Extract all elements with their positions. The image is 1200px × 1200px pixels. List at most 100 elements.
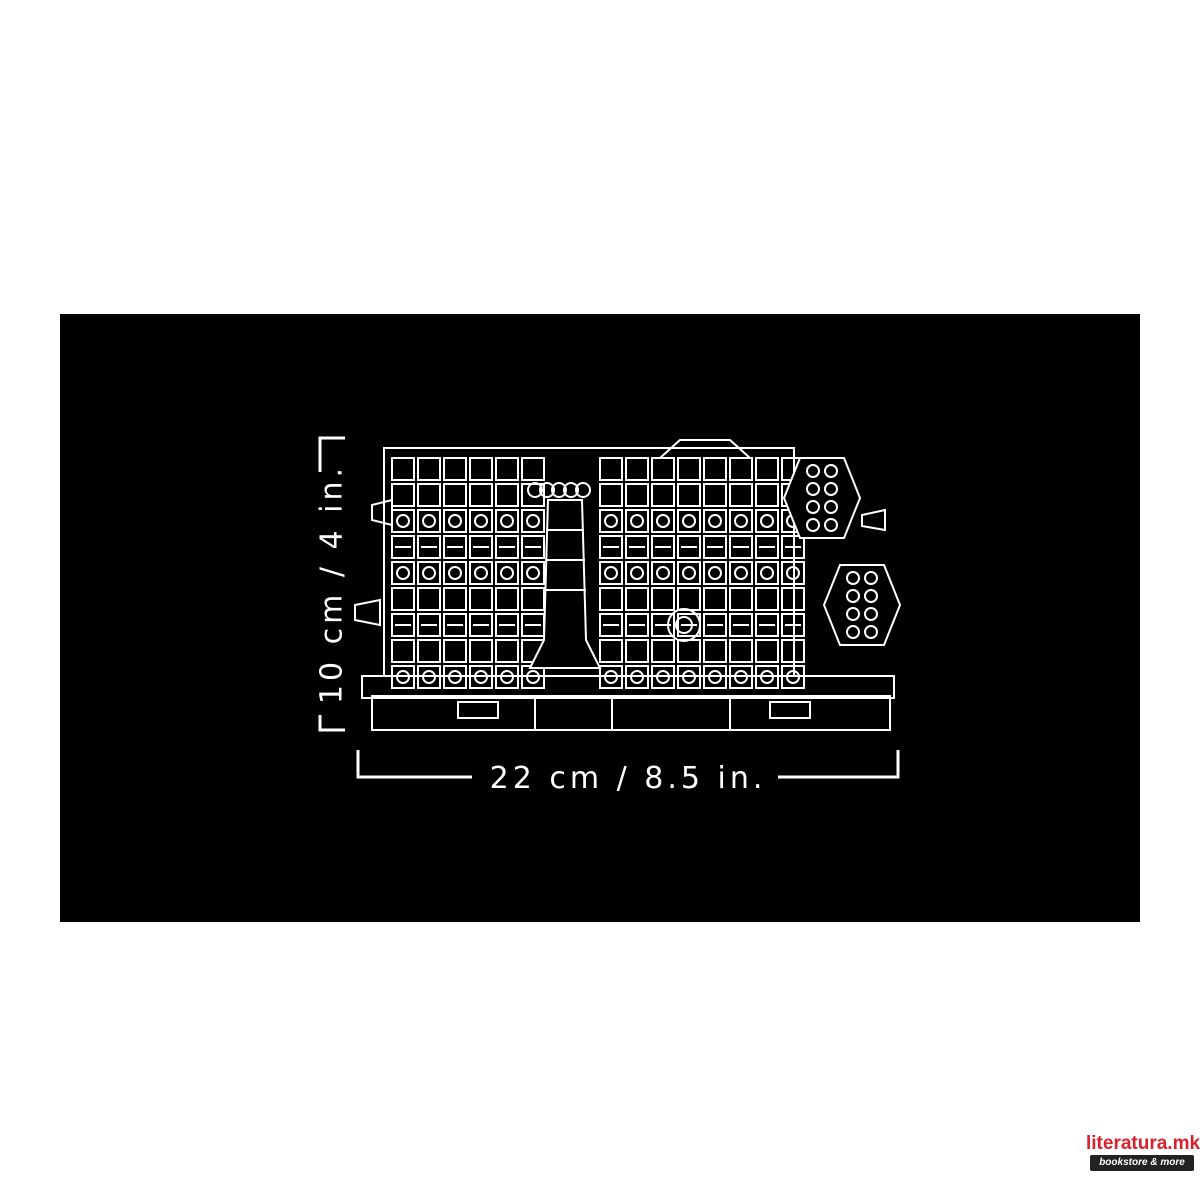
panel-tile (755, 613, 779, 637)
panel-tile (495, 457, 519, 481)
hex-stud (824, 518, 838, 532)
panel-tile (599, 457, 623, 481)
panel-tile (521, 535, 545, 559)
panel-tile (625, 613, 649, 637)
hexagon-panel-top (782, 457, 862, 539)
panel-tile (443, 587, 467, 611)
round-part (667, 608, 701, 642)
top-stud (563, 482, 579, 498)
panel-tile (391, 561, 415, 585)
stud-circle (396, 566, 410, 580)
stud-circle (422, 670, 436, 684)
panel-tile (495, 509, 519, 533)
roof-shape (659, 439, 751, 459)
panel-tile (443, 639, 467, 663)
hex-stud (864, 589, 878, 603)
width-bracket (356, 750, 900, 779)
panel-tile (781, 613, 805, 637)
panel-tile (391, 639, 415, 663)
stud-circle (734, 514, 748, 528)
top-stud (539, 482, 555, 498)
stud-circle (786, 566, 800, 580)
stud-circle (500, 514, 514, 528)
panel-tile (755, 535, 779, 559)
watermark-tagline: bookstore & more (1090, 1155, 1194, 1171)
base-plate (371, 695, 891, 731)
hexagon-panel-bottom (822, 564, 902, 646)
stud-circle (474, 566, 488, 580)
panel-tile (495, 639, 519, 663)
panel-tile (781, 587, 805, 611)
panel-tile (755, 639, 779, 663)
stud-circle (786, 670, 800, 684)
stud-circle (630, 670, 644, 684)
stud-circle (682, 514, 696, 528)
panel-tile (469, 483, 493, 507)
stud-circle (656, 514, 670, 528)
base-vent (769, 701, 811, 719)
panel-tile (729, 665, 753, 689)
panel-tile (755, 457, 779, 481)
stud-circle (682, 670, 696, 684)
hex-stud (806, 518, 820, 532)
panel-tile (391, 483, 415, 507)
panel-tile (599, 665, 623, 689)
panel-tile (781, 535, 805, 559)
panel-tile (651, 457, 675, 481)
panel-tile (625, 483, 649, 507)
panel-tile (417, 457, 441, 481)
stud-circle (526, 566, 540, 580)
panel-tile (729, 509, 753, 533)
panel-tile (443, 665, 467, 689)
panel-tile (417, 639, 441, 663)
panel-tile (469, 613, 493, 637)
panel-tile (651, 561, 675, 585)
stud-circle (604, 670, 618, 684)
panel-tile (729, 535, 753, 559)
stud-circle (656, 670, 670, 684)
panel-tile (651, 665, 675, 689)
round-part-inner (675, 616, 693, 634)
panel-tile (651, 587, 675, 611)
top-stud (575, 482, 591, 498)
panel-tile (703, 613, 727, 637)
panel-tile (469, 587, 493, 611)
stud-circle (760, 514, 774, 528)
panel-tile (625, 587, 649, 611)
stud-circle (526, 514, 540, 528)
panel-tile (495, 561, 519, 585)
stud-circle (604, 566, 618, 580)
panel-tile (599, 483, 623, 507)
panel-tile (703, 457, 727, 481)
panel-tile (703, 639, 727, 663)
panel-tile (625, 457, 649, 481)
hex-stud (824, 500, 838, 514)
stud-circle (396, 670, 410, 684)
panel-tile (651, 483, 675, 507)
hex-stud (806, 482, 820, 496)
panel-tile (391, 587, 415, 611)
hex-stud (846, 607, 860, 621)
stud-circle (448, 670, 462, 684)
panel-tile (755, 665, 779, 689)
panel-tile (417, 509, 441, 533)
stud-circle (422, 514, 436, 528)
hex-stud (846, 571, 860, 585)
panel-tile (651, 509, 675, 533)
stud-circle (474, 670, 488, 684)
stud-circle (656, 566, 670, 580)
panel-tile (677, 561, 701, 585)
stud-circle (760, 670, 774, 684)
height-label: 10 cm / 4 in. (315, 464, 350, 704)
panel-tile (703, 483, 727, 507)
stud-circle (760, 566, 774, 580)
panel-tile (729, 613, 753, 637)
hex-stud (864, 607, 878, 621)
panel-tile (781, 561, 805, 585)
panel-tile (677, 639, 701, 663)
panel-tile (599, 613, 623, 637)
panel-tile (651, 639, 675, 663)
panel-tile (755, 509, 779, 533)
panel-tile (729, 561, 753, 585)
